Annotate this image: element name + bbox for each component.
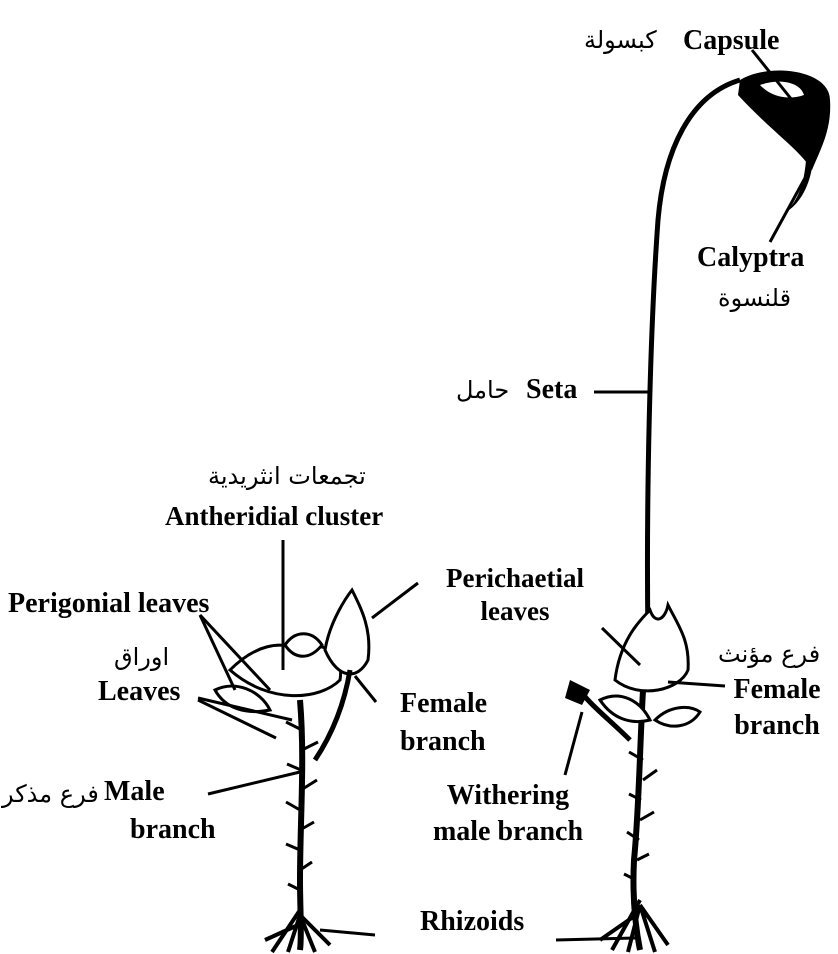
label-female-left: Female branch bbox=[400, 690, 487, 756]
label-withering-line2: male branch bbox=[414, 818, 602, 846]
label-male-ar: فرع مذكر bbox=[2, 778, 99, 808]
label-male-branch: branch bbox=[130, 816, 216, 844]
label-female-left-line1: Female bbox=[400, 690, 487, 718]
label-capsule-ar: كبسولة bbox=[584, 24, 657, 54]
perichaetial-bud-right bbox=[615, 605, 688, 691]
leader-male bbox=[208, 772, 300, 794]
label-leaves: Leaves bbox=[98, 678, 180, 706]
label-female-right-line1: Female bbox=[722, 676, 832, 704]
label-rhizoids: Rhizoids bbox=[420, 908, 524, 936]
left-female-bud bbox=[325, 590, 369, 674]
label-female-left-line2: branch bbox=[400, 728, 487, 756]
leader-perigonial-b bbox=[200, 615, 235, 690]
label-withering-line1: Withering bbox=[414, 782, 602, 810]
left-gametophyte bbox=[215, 590, 369, 952]
leader-calyptra bbox=[770, 178, 805, 242]
label-male: Male bbox=[104, 778, 165, 806]
label-perigonial: Perigonial leaves bbox=[8, 590, 209, 618]
label-calyptra: Calyptra bbox=[697, 244, 804, 272]
leader-withering bbox=[565, 712, 582, 775]
rhizoids-right bbox=[600, 900, 668, 952]
label-perichaetial-line2: leaves bbox=[430, 598, 600, 625]
leader-female-right bbox=[668, 682, 725, 686]
label-leaves-ar: اوراق bbox=[114, 641, 169, 671]
label-female-ar: فرع مؤنث bbox=[718, 638, 820, 668]
label-calyptra-ar: قلنسوة bbox=[718, 282, 791, 312]
seta bbox=[647, 80, 740, 640]
label-capsule: Capsule bbox=[683, 27, 779, 55]
label-perichaetial: Perichaetial leaves bbox=[430, 565, 600, 625]
right-leaves-2 bbox=[655, 707, 700, 726]
label-antheridial-ar: تجمعات انثريدية bbox=[208, 460, 366, 490]
label-perichaetial-line1: Perichaetial bbox=[430, 565, 600, 592]
label-withering: Withering male branch bbox=[414, 782, 602, 846]
label-antheridial: Antheridial cluster bbox=[165, 503, 383, 530]
leader-rhizoids-left bbox=[320, 930, 375, 935]
label-seta-ar: حامل bbox=[456, 374, 509, 404]
sporophyte bbox=[647, 70, 830, 640]
leader-rhizoids-right bbox=[556, 938, 635, 940]
leader-perichaetial bbox=[372, 583, 418, 618]
label-seta: Seta bbox=[526, 376, 577, 404]
label-female-right-line2: branch bbox=[722, 712, 832, 740]
leader-female-left bbox=[355, 676, 376, 702]
label-female-right: Female branch bbox=[722, 676, 832, 740]
